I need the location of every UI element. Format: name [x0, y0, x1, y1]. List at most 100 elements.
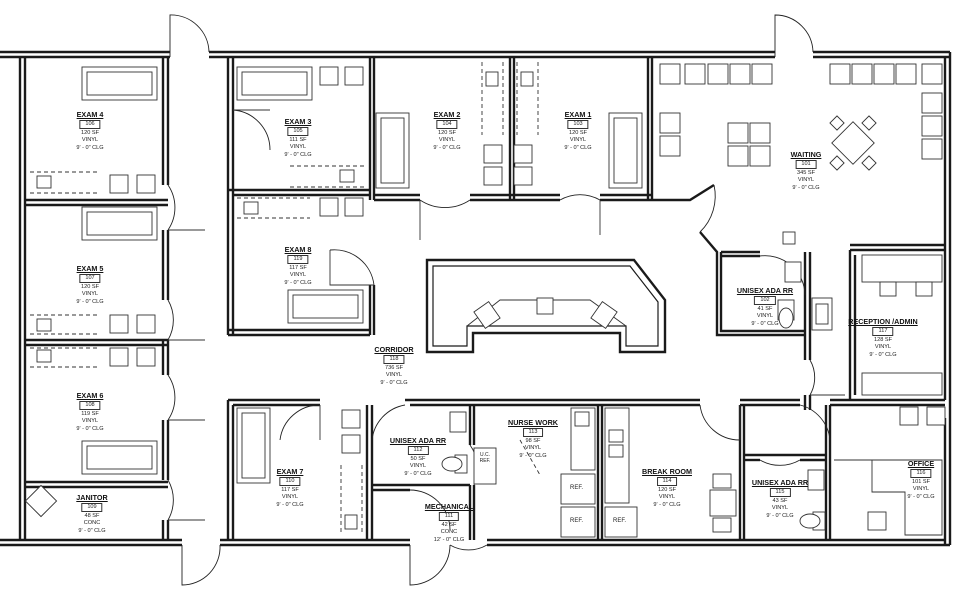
room-finish: VINYL: [524, 445, 542, 452]
room-ceiling: 9' - 0" CLG: [76, 425, 104, 432]
room-number: 107: [79, 274, 101, 283]
room-finish: VINYL: [912, 486, 930, 493]
ref-label: REF.: [613, 518, 627, 524]
room-name: MECHANICAL: [424, 502, 474, 511]
ref-label: REF.: [570, 518, 584, 524]
room-area: 128 SF: [873, 337, 893, 343]
room-area: 345 SF: [796, 170, 816, 176]
room-ceiling: 9' - 0" CLG: [869, 351, 897, 358]
room-finish: VINYL: [797, 177, 815, 184]
room-area: 120 SF: [80, 130, 100, 136]
room-name: JANITOR: [76, 493, 108, 502]
room-area: 42 SF: [441, 522, 457, 528]
room-name: NURSE WORK: [508, 418, 558, 427]
uc-ref-label: U.C. REF.: [479, 452, 491, 464]
room-exam-1: EXAM 1 103 120 SF VINYL 9' - 0" CLG: [564, 110, 591, 152]
room-area: 120 SF: [568, 130, 588, 136]
room-exam-6: EXAM 6 108 119 SF VINYL 9' - 0" CLG: [76, 391, 103, 433]
room-number: 105: [287, 127, 309, 136]
room-finish: VINYL: [289, 144, 307, 151]
room-name: BREAK ROOM: [642, 467, 692, 476]
room-ceiling: 9' - 0" CLG: [276, 501, 304, 508]
room-ceiling: 9' - 0" CLG: [433, 144, 461, 151]
room-exam-8: EXAM 8 119 117 SF VINYL 9' - 0" CLG: [284, 245, 311, 287]
room-ceiling: 9' - 0" CLG: [76, 298, 104, 305]
ref-boxes: [473, 447, 638, 538]
room-ceiling: 9' - 0" CLG: [564, 144, 592, 151]
room-number: 119: [287, 255, 309, 264]
room-number: 111: [438, 512, 460, 521]
room-reception: RECEPTION /ADMIN 117 128 SF VINYL 9' - 0…: [848, 317, 917, 359]
room-ceiling: 12' - 0" CLG: [433, 536, 465, 543]
room-name: EXAM 5: [76, 264, 104, 273]
room-finish: VINYL: [281, 494, 299, 501]
room-number: 113: [522, 428, 544, 437]
room-number: 102: [754, 296, 776, 305]
room-finish: VINYL: [81, 137, 99, 144]
room-number: 118: [383, 355, 405, 364]
room-exam-4: EXAM 4 106 120 SF VINYL 9' - 0" CLG: [76, 110, 103, 152]
room-area: 111 SF: [289, 137, 307, 143]
room-mechanical: MECHANICAL 111 42 SF CONC 12' - 0" CLG: [425, 502, 473, 544]
room-ceiling: 9' - 0" CLG: [792, 184, 820, 191]
room-ceiling: 9' - 0" CLG: [284, 151, 312, 158]
room-waiting: WAITING 101 345 SF VINYL 9' - 0" CLG: [791, 150, 822, 192]
room-name: EXAM 6: [76, 391, 104, 400]
room-finish: VINYL: [409, 463, 427, 470]
room-corridor: CORRIDOR 118 736 SF VINYL 9' - 0" CLG: [374, 345, 413, 387]
room-name: WAITING: [790, 150, 822, 159]
room-name: OFFICE: [907, 459, 935, 468]
restroom-fixtures: [24, 231, 833, 531]
room-area: 41 SF: [757, 306, 773, 312]
room-number: 112: [407, 446, 429, 455]
room-area: 119 SF: [81, 411, 99, 417]
room-number: 115: [769, 488, 791, 497]
room-exam-2: EXAM 2 104 120 SF VINYL 9' - 0" CLG: [433, 110, 460, 152]
room-number: 116: [910, 469, 932, 478]
room-ceiling: 9' - 0" CLG: [653, 501, 681, 508]
door-swings: [167, 14, 845, 586]
room-break-room: BREAK ROOM 114 120 SF VINYL 9' - 0" CLG: [642, 467, 692, 509]
room-finish: VINYL: [385, 372, 403, 379]
room-ceiling: 9' - 0" CLG: [380, 379, 408, 386]
room-exam-3: EXAM 3 105 111 SF VINYL 9' - 0" CLG: [284, 117, 311, 159]
room-ceiling: 9' - 0" CLG: [404, 470, 432, 477]
room-ceiling: 9' - 0" CLG: [76, 144, 104, 151]
room-finish: VINYL: [438, 137, 456, 144]
waiting-seating: [659, 63, 943, 171]
counters-sinks: [30, 62, 943, 536]
room-number: 117: [872, 327, 894, 336]
room-ceiling: 9' - 0" CLG: [751, 320, 779, 327]
room-area: 43 SF: [772, 498, 788, 504]
ref-label: REF.: [570, 485, 584, 491]
room-area: 120 SF: [80, 284, 100, 290]
room-finish: VINYL: [81, 418, 99, 425]
room-nurse-work: NURSE WORK 113 98 SF VINYL 9' - 0" CLG: [508, 418, 558, 460]
room-name: EXAM 1: [564, 110, 592, 119]
room-rr-115: UNISEX ADA RR 115 43 SF VINYL 9' - 0" CL…: [752, 478, 808, 520]
room-number: 101: [795, 160, 817, 169]
room-area: 120 SF: [437, 130, 457, 136]
room-name: EXAM 3: [284, 117, 312, 126]
exterior-walls: [0, 50, 952, 547]
room-ceiling: 9' - 0" CLG: [519, 452, 547, 459]
room-name: EXAM 8: [284, 245, 312, 254]
exam-tables: [81, 66, 643, 484]
room-name: EXAM 4: [76, 110, 104, 119]
room-name: EXAM 2: [433, 110, 461, 119]
room-office: OFFICE 116 101 SF VINYL 9' - 0" CLG: [907, 459, 934, 501]
room-exam-5: EXAM 5 107 120 SF VINYL 9' - 0" CLG: [76, 264, 103, 306]
room-name: CORRIDOR: [374, 345, 414, 354]
interior-walls: [25, 57, 945, 540]
room-name: RECEPTION /ADMIN: [848, 317, 918, 326]
room-finish: VINYL: [81, 291, 99, 298]
room-number: 109: [81, 503, 103, 512]
nurse-station-counter: [425, 258, 667, 354]
room-name: UNISEX ADA RR: [736, 286, 794, 295]
room-finish: VINYL: [569, 137, 587, 144]
room-area: 736 SF: [384, 365, 404, 371]
room-finish: VINYL: [874, 344, 892, 351]
room-area: 98 SF: [525, 438, 541, 444]
room-rr-102: UNISEX ADA RR 102 41 SF VINYL 9' - 0" CL…: [737, 286, 793, 328]
